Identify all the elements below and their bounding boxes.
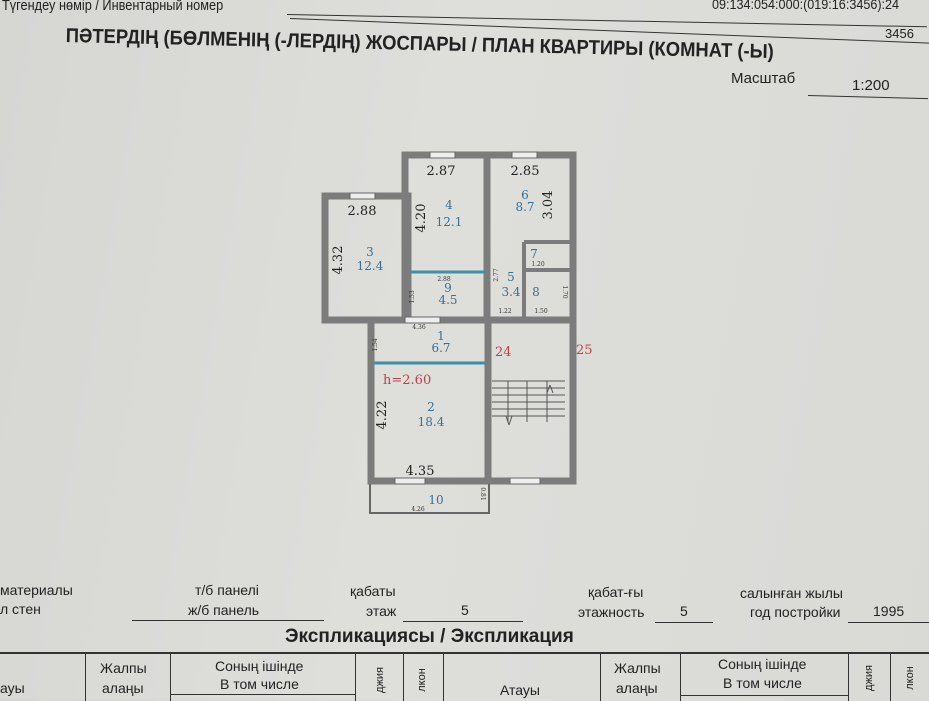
plan-element: 2.87 2.85 2.88 4.35 3.04 4.32 4.20 4.22 (331, 164, 556, 479)
dim-r1-top: 4.36 (412, 324, 426, 331)
floor-label-ru: этаж (366, 603, 397, 619)
inventory-label: Түгендеу нөмір / Инвентарный номер (2, 0, 224, 14)
dim-r4-top: 2.87 (427, 164, 456, 179)
room-3-area: 12.4 (357, 259, 384, 273)
dim-r5-side: 2.77 (493, 268, 500, 282)
plan-element (509, 477, 541, 485)
windows (349, 151, 541, 485)
plan-element (511, 151, 538, 159)
col-incl-right-kz: Соның ішінде (718, 656, 807, 672)
room-5-num: 5 (507, 270, 515, 284)
neighbor-24: 24 (495, 345, 512, 360)
plan-element (522, 240, 571, 320)
dim-r6-side: 3.04 (541, 191, 556, 220)
dim-r2-side: 4.22 (375, 401, 390, 430)
dim-r4-side: 4.20 (414, 204, 429, 233)
plan-element: h=2.60 24 25 (383, 343, 593, 388)
room-8-num: 8 (532, 285, 540, 299)
floor-value: 5 (461, 602, 469, 618)
room-10-num: 10 (428, 493, 443, 507)
dim-r10-side: 0.81 (479, 487, 486, 500)
col-incl-left-kz: Соның ішінде (215, 658, 304, 674)
dim-r3-side: 4.32 (331, 246, 346, 275)
col-total-left-2: алаңы (102, 680, 144, 696)
col-total-left-1: Жалпы (100, 660, 147, 676)
scale-value: 1:200 (852, 77, 890, 94)
dim-r8-bottom: 1.50 (534, 308, 548, 315)
dim-r5-bottom: 1.22 (498, 308, 512, 315)
col-balcony-left: лкон (415, 668, 428, 692)
col-total-right-2: алаңы (616, 680, 658, 696)
room-9-area: 4.5 (438, 293, 457, 307)
dim-r1-side: 1.54 (372, 338, 379, 352)
plan-element: 2.88 1.53 2.77 1.20 1.70 1.22 1.50 4.36 … (372, 261, 568, 513)
dim-r3-top: 2.88 (348, 204, 377, 219)
plan-element (394, 477, 426, 485)
plan-element: 1 6.7 2 18.4 3 12.4 4 12.1 5 3.4 6 8.7 7… (357, 188, 540, 507)
material-label-ru: л стен (0, 601, 41, 617)
room-3-num: 3 (366, 245, 374, 259)
room-7-num: 7 (530, 247, 538, 261)
col-loggia-left: джия (373, 667, 386, 693)
material-value-kz: т/б панелі (195, 582, 259, 598)
plan-element (429, 151, 456, 159)
material-label-kz: материалы (0, 582, 73, 598)
explication-title: Экспликациясы / Экспликация (285, 626, 574, 647)
stairs (492, 380, 565, 426)
plan-element (404, 316, 441, 324)
room-1-area: 6.7 (431, 341, 450, 355)
room-5-area: 3.4 (501, 285, 520, 299)
scale-label: Масштаб (731, 70, 796, 87)
col-incl-left-ru: В том числе (220, 676, 299, 692)
dim-r9-side: 1.53 (409, 290, 416, 304)
balcony-outline (369, 484, 490, 514)
room-4-area: 12.1 (436, 215, 463, 229)
floors-value: 5 (680, 603, 688, 619)
room-6-num: 6 (521, 188, 529, 202)
wall-room-6-5 (487, 151, 577, 324)
dim-r9-top: 2.88 (437, 276, 451, 283)
room-9-num: 9 (444, 281, 452, 295)
plan-element (349, 192, 376, 200)
year-label-kz: салынған жылы (740, 585, 843, 601)
col-total-right-1: Жалпы (614, 660, 661, 676)
inventory-number: 09:134:054:000:(019:16:3456):24 (712, 0, 900, 12)
dim-r6-top: 2.85 (511, 164, 540, 179)
year-value: 1995 (873, 603, 905, 619)
col-balcony-right: лкон (903, 666, 916, 690)
year-label-ru: год постройки (750, 604, 841, 620)
ceiling-height: h=2.60 (383, 373, 431, 388)
dim-r2-bottom: 4.35 (406, 464, 435, 479)
plan-element (505, 384, 554, 426)
dim-r7-width: 1.20 (531, 261, 545, 268)
room-2-area: 18.4 (418, 415, 445, 429)
room-2-num: 2 (427, 400, 435, 414)
room-4-num: 4 (445, 198, 453, 212)
col-name-left: ауы (0, 680, 25, 696)
material-value-ru: ж/б панель (188, 602, 260, 618)
col-incl-right-ru: В том числе (723, 675, 802, 691)
col-name-right: Атауы (500, 682, 540, 698)
col-loggia-right: джия (862, 665, 875, 691)
neighbor-25: 25 (576, 343, 593, 358)
floors-label-kz: қабат-ғы (588, 584, 644, 600)
dim-r10-bottom: 4.26 (411, 506, 425, 513)
plan-element (492, 380, 565, 422)
wall-bathroom (522, 240, 571, 320)
floors-label-ru: этажность (578, 604, 645, 620)
floor-label-kz: қабаты (350, 583, 396, 599)
sub-number: 3456 (885, 26, 914, 41)
room-1-num: 1 (437, 329, 445, 343)
dim-r8-side: 1.70 (561, 285, 568, 299)
room-6-area: 8.7 (515, 200, 534, 214)
explication-table: ауы Жалпы алаңы Соның ішінде В том числе… (0, 652, 929, 701)
